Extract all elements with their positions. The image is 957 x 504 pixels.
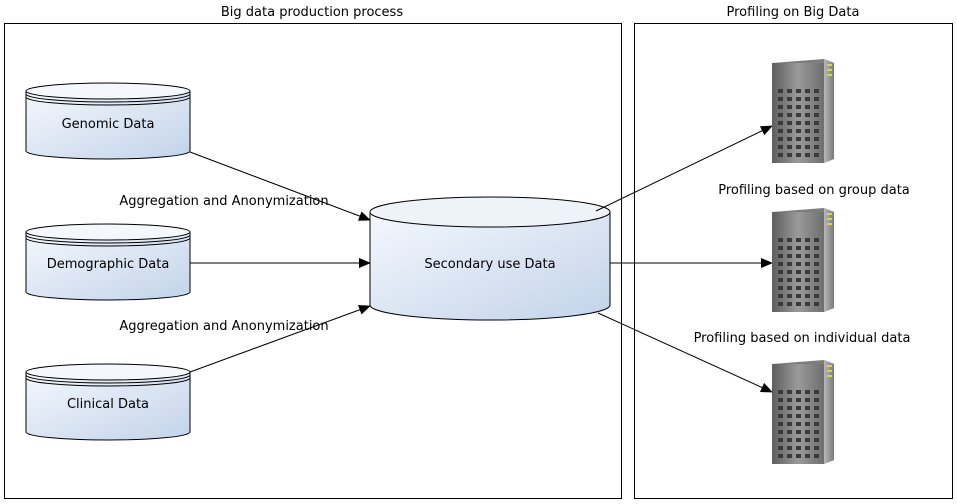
profiling-panel-title: Profiling on Big Data: [727, 5, 860, 20]
profiling-individual-label: Profiling based on individual data: [694, 331, 911, 346]
clinical-data-store: Clinical Data: [25, 363, 191, 441]
production-panel-title: Big data production process: [221, 5, 403, 20]
secondary-use-data-label: Secondary use Data: [424, 257, 555, 272]
secondary-to-server-1-arrow: [595, 125, 773, 212]
genomic-data-label: Genomic Data: [62, 117, 155, 132]
secondary-use-data-store: Secondary use Data: [369, 196, 611, 321]
clinical-to-secondary-arrow: [189, 305, 371, 373]
aggregation-label-bottom: Aggregation and Anonymization: [119, 319, 328, 334]
demographic-data-label: Demographic Data: [47, 257, 170, 272]
demographic-data-store: Demographic Data: [25, 223, 191, 301]
genomic-to-secondary-arrow: [189, 151, 371, 221]
server-icon: [772, 208, 834, 312]
production-panel: [4, 23, 622, 499]
genomic-data-store: Genomic Data: [25, 82, 191, 160]
profiling-panel: [634, 23, 953, 499]
server-icon: [772, 59, 834, 163]
secondary-to-server-3-arrow: [597, 312, 773, 393]
clinical-data-label: Clinical Data: [67, 397, 149, 412]
aggregation-label-top: Aggregation and Anonymization: [119, 194, 328, 209]
profiling-group-label: Profiling based on group data: [718, 183, 910, 198]
server-icon: [772, 360, 834, 464]
